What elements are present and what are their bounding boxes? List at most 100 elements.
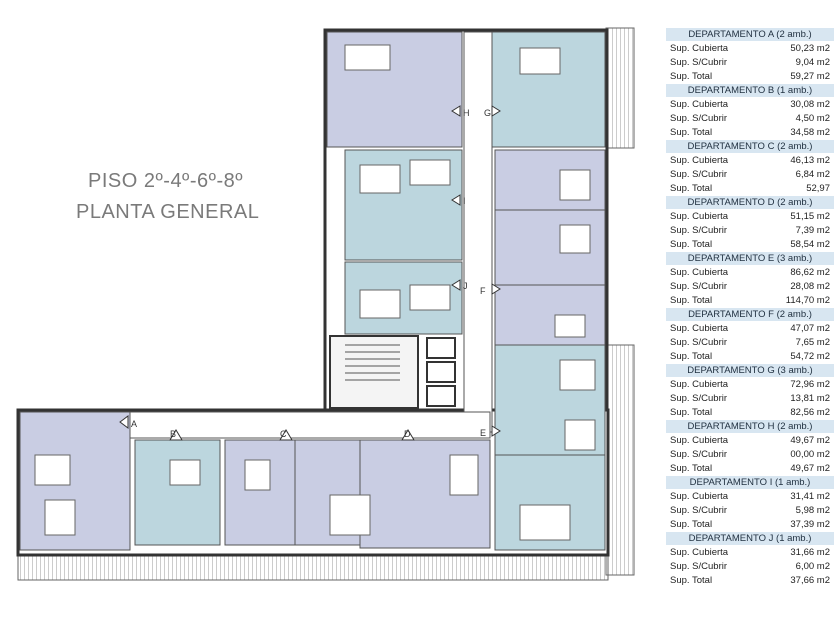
area-value: 6,00 m2 [795,561,830,572]
plan-title-floors: PISO 2º-4º-6º-8º [88,170,244,192]
area-value: 5,98 m2 [795,505,830,516]
area-value: 49,67 m2 [790,463,830,474]
area-label: Sup. S/Cubrir [670,561,728,572]
svg-text:I: I [463,196,466,206]
svg-text:D: D [404,429,411,439]
area-label: Sup. Total [670,463,713,474]
area-value: 00,00 m2 [790,449,830,460]
elevator-2 [426,361,456,383]
area-value: 37,39 m2 [790,519,830,530]
svg-text:F: F [480,286,486,296]
area-label: Sup. Cubierta [670,323,729,334]
svg-text:E: E [480,428,486,438]
area-row: Sup. Total 54,72 m2 [666,350,834,364]
svg-text:J: J [463,281,468,291]
marker-a [119,415,129,429]
area-value: 9,04 m2 [795,57,830,68]
area-value: 51,15 m2 [790,211,830,222]
svg-text:B: B [170,429,176,439]
department-header: DEPARTAMENTO G (3 amb.) [666,364,834,377]
marker-b [169,429,183,441]
stairs [345,344,400,381]
unit-b [134,439,221,546]
area-label: Sup. S/Cubrir [670,505,728,516]
area-value: 50,23 m2 [790,43,830,54]
area-row: Sup. Total 114,70 m2 [666,294,834,308]
marker-i [451,194,461,206]
area-label: Sup. Cubierta [670,379,729,390]
department-header: DEPARTAMENTO D (2 amb.) [666,196,834,209]
area-row: Sup. Cubierta 86,62 m2 [666,266,834,280]
area-label: Sup. S/Cubrir [670,449,728,460]
plan-title-general: PLANTA GENERAL [76,201,260,223]
area-value: 4,50 m2 [795,113,830,124]
svg-text:H: H [463,108,470,118]
area-label: Sup. Cubierta [670,491,729,502]
area-label: Sup. S/Cubrir [670,113,728,124]
area-row: Sup. S/Cubrir 6,00 m2 [666,560,834,574]
area-label: Sup. Total [670,183,713,194]
svg-text:C: C [280,429,287,439]
area-value: 58,54 m2 [790,239,830,250]
marker-d [401,429,415,441]
department-table: DEPARTAMENTO E (3 amb.) Sup. Cubierta 86,6… [666,252,834,308]
area-label: Sup. Total [670,519,713,530]
unit-c [224,439,296,546]
area-label: Sup. Total [670,351,713,362]
area-value: 37,66 m2 [790,575,830,586]
area-label: Sup. Cubierta [670,267,729,278]
department-header: DEPARTAMENTO I (1 amb.) [666,476,834,489]
area-value: 86,62 m2 [790,267,830,278]
area-value: 49,67 m2 [790,435,830,446]
elevator-1 [426,337,456,359]
area-label: Sup. S/Cubrir [670,281,728,292]
balcony-top-right [605,27,635,149]
area-label: Sup. Cubierta [670,435,729,446]
department-header: DEPARTAMENTO E (3 amb.) [666,252,834,265]
marker-g [491,105,501,117]
area-row: Sup. Total 49,67 m2 [666,462,834,476]
area-label: Sup. S/Cubrir [670,337,728,348]
svg-text:A: A [131,419,137,429]
area-value: 114,70 m2 [785,295,830,306]
area-row: Sup. S/Cubrir 4,50 m2 [666,112,834,126]
area-value: 34,58 m2 [790,127,830,138]
department-header: DEPARTAMENTO F (2 amb.) [666,308,834,321]
area-label: Sup. S/Cubrir [670,225,728,236]
area-label: Sup. Total [670,295,713,306]
marker-e [491,425,501,437]
area-value: 82,56 m2 [790,407,830,418]
area-value: 31,41 m2 [790,491,830,502]
corridor [463,31,493,433]
area-value: 54,72 m2 [790,351,830,362]
area-label: Sup. S/Cubrir [670,169,728,180]
department-header: DEPARTAMENTO J (1 amb.) [666,532,834,545]
marker-c [279,429,293,441]
corridor-base [129,411,491,439]
area-value: 46,13 m2 [790,155,830,166]
unit-markers: A B C D E F G H I J [119,105,501,441]
area-value: 13,81 m2 [790,393,830,404]
area-label: Sup. Cubierta [670,547,729,558]
area-label: Sup. Total [670,239,713,250]
area-row: Sup. Cubierta 49,67 m2 [666,434,834,448]
